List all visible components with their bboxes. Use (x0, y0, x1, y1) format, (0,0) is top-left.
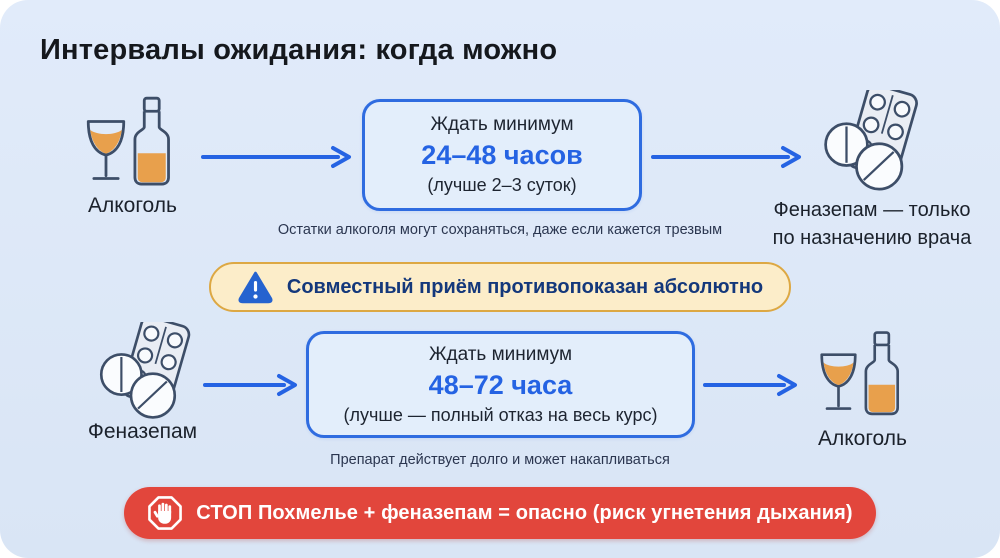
arrow-right-icon (650, 145, 802, 169)
phenazepam-note: Препарат действует долго и может накапли… (330, 452, 670, 468)
warning-text: Совместный приём противопоказан абсолютн… (286, 275, 764, 298)
stop-hand-icon (147, 495, 183, 531)
wait-min-label: Ждать минимум (428, 343, 573, 365)
stop-text: СТОП Похмелье + феназепам = опасно (риск… (196, 501, 853, 524)
page-title: Интервалы ожидания: когда можно (40, 34, 558, 66)
wait-box-alcohol-to-phenazepam: Ждать минимум 24–48 часов (лучше 2–3 сут… (362, 99, 642, 211)
alcohol-note: Остатки алкоголя могут сохраняться, даже… (277, 222, 723, 238)
wait-min-label: Ждать минимум (430, 114, 574, 135)
alcohol-label: Алкоголь (818, 427, 907, 450)
warning-triangle-icon (237, 270, 274, 304)
wait-box-phenazepam-to-alcohol: Ждать минимум 48–72 часа (лучше — полный… (306, 331, 695, 438)
wait-better-label: (лучше 2–3 суток) (427, 175, 577, 195)
arrow-right-icon (702, 373, 798, 397)
phenazepam-label: Феназепам — только по назначению врача (757, 196, 987, 252)
wait-duration-value: 24–48 часов (421, 140, 583, 170)
warning-banner: Совместный приём противопоказан абсолютн… (209, 262, 791, 312)
pills-icon (88, 322, 202, 420)
stop-banner: СТОП Похмелье + феназепам = опасно (риск… (124, 487, 876, 539)
alcohol-label: Алкоголь (88, 194, 177, 217)
arrow-right-icon (200, 145, 352, 169)
pills-icon (812, 90, 930, 192)
wait-better-label: (лучше — полный отказ на весь курс) (343, 404, 658, 425)
wait-duration-value: 48–72 часа (428, 369, 573, 400)
phenazepam-label-line1: Феназепам — только (773, 199, 971, 221)
phenazepam-label: Феназепам (87, 420, 198, 443)
arrow-right-icon (202, 373, 298, 397)
alcohol-icon (78, 96, 190, 190)
phenazepam-label-line2: по назначению врача (772, 227, 972, 249)
alcohol-icon (812, 330, 918, 420)
